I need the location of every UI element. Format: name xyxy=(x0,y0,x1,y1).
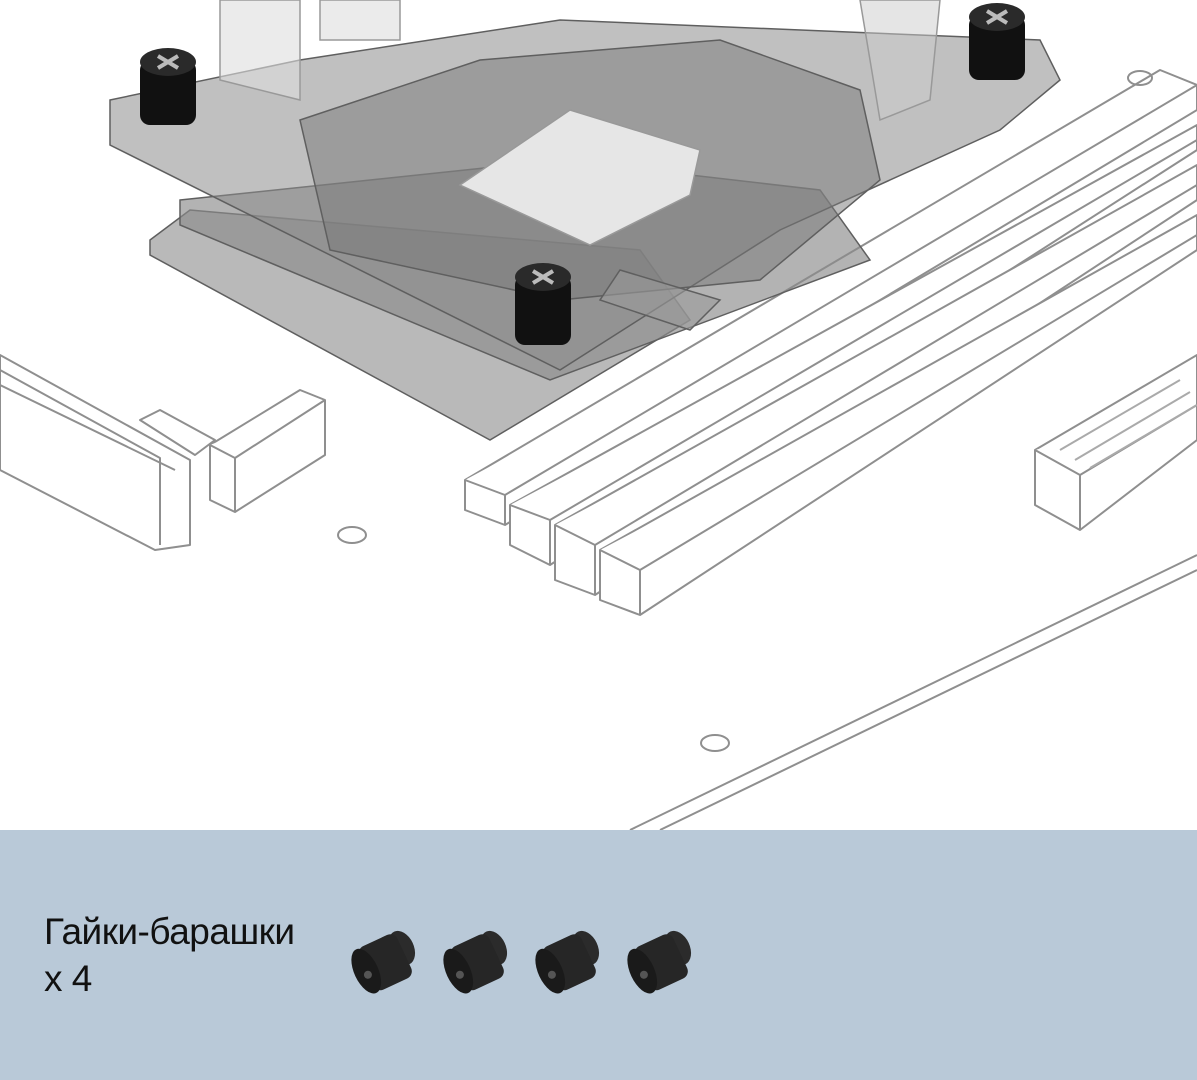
thumbscrew-set xyxy=(351,930,692,994)
power-connector xyxy=(1034,354,1197,531)
thumbscrew-icon xyxy=(535,930,600,994)
motherboard-cooler-illustration xyxy=(0,0,1197,830)
parts-label: Гайки-барашки x 4 xyxy=(44,908,295,1002)
thumbscrew-icon xyxy=(443,930,508,994)
installed-screw xyxy=(140,48,196,125)
parts-panel: Гайки-барашки x 4 xyxy=(0,830,1197,1080)
thumbscrew-icon xyxy=(627,930,692,994)
cpu-cooler xyxy=(109,0,1061,441)
part-name: Гайки-барашки xyxy=(44,911,295,952)
part-quantity: x 4 xyxy=(44,958,92,999)
installed-screw xyxy=(969,3,1025,80)
pcie-slot xyxy=(0,354,326,551)
board-edge xyxy=(629,554,1197,830)
thumbscrew-icon xyxy=(351,930,416,994)
ram-slots xyxy=(464,69,1197,616)
installed-screw xyxy=(515,263,571,345)
